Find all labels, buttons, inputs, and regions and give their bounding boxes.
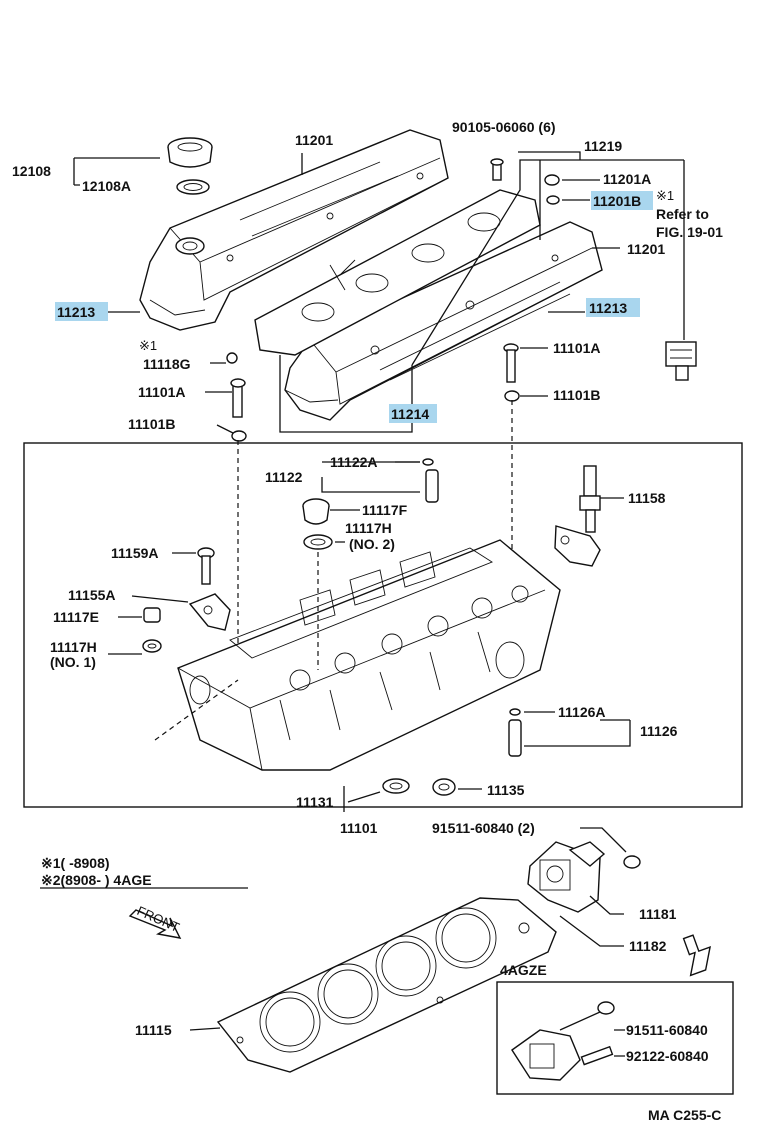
- legend-mark1: ※1( -8908): [41, 855, 110, 871]
- label-11101a-left: 11101A: [138, 384, 186, 400]
- camshaft-position-sensor: [554, 465, 601, 567]
- label-11101b-left: 11101B: [128, 416, 176, 432]
- label-91511-box: 91511-60840: [626, 1022, 708, 1038]
- label-92122-box: 92122-60840: [626, 1048, 709, 1064]
- cylinder-head-gasket: [216, 897, 557, 1073]
- label-11135: 11135: [487, 782, 525, 798]
- head-washers: [382, 778, 456, 796]
- legend-mark2: ※2(8908- ) 4AGE: [41, 872, 152, 888]
- label-11213-right: 11213: [589, 300, 627, 316]
- diagram-code: MA C255-C: [648, 1107, 721, 1123]
- label-11101a-right: 11101A: [553, 340, 601, 356]
- variant-arrow: [682, 934, 711, 977]
- label-mark1: ※1: [139, 338, 157, 353]
- label-11101b-right: 11101B: [553, 387, 601, 403]
- cylinder-head: [177, 539, 561, 771]
- label-refer-to: Refer to: [656, 206, 709, 222]
- label-11201-top: 11201: [295, 132, 333, 148]
- label-4agze: 4AGZE: [500, 962, 547, 978]
- label-11201b: 11201B: [593, 193, 641, 209]
- label-fig-ref: FIG. 19-01: [656, 224, 723, 240]
- label-11117h-mid: 11117H: [345, 520, 392, 536]
- bolts-right: [503, 343, 520, 402]
- label-90105: 90105-06060 (6): [452, 119, 556, 135]
- label-11131: 11131: [296, 794, 334, 810]
- label-91511-top: 91511-60840 (2): [432, 820, 535, 836]
- label-11159a: 11159A: [111, 545, 159, 561]
- cylinder-head-cover-right: [284, 221, 603, 421]
- label-11117e: 11117E: [53, 609, 99, 625]
- label-11155a: 11155A: [68, 587, 116, 603]
- label-11201-right: 11201: [627, 241, 665, 257]
- water-outlet-4agze: [511, 1001, 615, 1081]
- variant-4agze-frame: [496, 981, 734, 1095]
- label-11213-left: 11213: [57, 304, 95, 320]
- label-12108a: 12108A: [82, 178, 131, 194]
- water-outlet-housing: [527, 841, 641, 913]
- label-front: FRONT: [135, 903, 182, 935]
- label-no1: (NO. 1): [50, 654, 96, 670]
- bolts-left: [226, 352, 247, 442]
- sensor-connector-bracket: [665, 341, 697, 381]
- label-11117f: 11117F: [362, 502, 408, 518]
- label-11115: 11115: [135, 1022, 172, 1038]
- front-arrow-icon: [128, 909, 182, 939]
- label-11158: 11158: [628, 490, 666, 506]
- label-11219: 11219: [584, 138, 622, 154]
- engine-hanger-bracket: [188, 593, 231, 631]
- cylinder-head-cover-left: [139, 129, 449, 331]
- label-12108: 12108: [12, 163, 51, 179]
- label-11201a: 11201A: [603, 171, 651, 187]
- bolt-11159a: [197, 547, 215, 585]
- dowel-pin: [422, 458, 439, 503]
- label-11182: 11182: [629, 938, 667, 954]
- oil-filler-cap: [167, 137, 213, 195]
- label-11122: 11122: [265, 469, 303, 485]
- label-11126a: 11126A: [558, 704, 606, 720]
- label-11126: 11126: [640, 723, 678, 739]
- seal-washers-top: [490, 158, 560, 205]
- label-11214: 11214: [391, 406, 429, 422]
- plug-seals-mid: [302, 498, 333, 550]
- valve-guide: [508, 708, 522, 757]
- label-11122a: 11122A: [330, 454, 378, 470]
- label-11201b-mark: ※1: [656, 188, 674, 203]
- plugs-left: [142, 607, 162, 653]
- label-11118g: 11118G: [143, 356, 191, 372]
- label-no2: (NO. 2): [349, 536, 395, 552]
- cylinder-head-assembly-frame: [23, 442, 743, 808]
- label-11117h-left: 11117H: [50, 639, 97, 655]
- label-11181: 11181: [639, 906, 677, 922]
- label-11101: 11101: [340, 820, 378, 836]
